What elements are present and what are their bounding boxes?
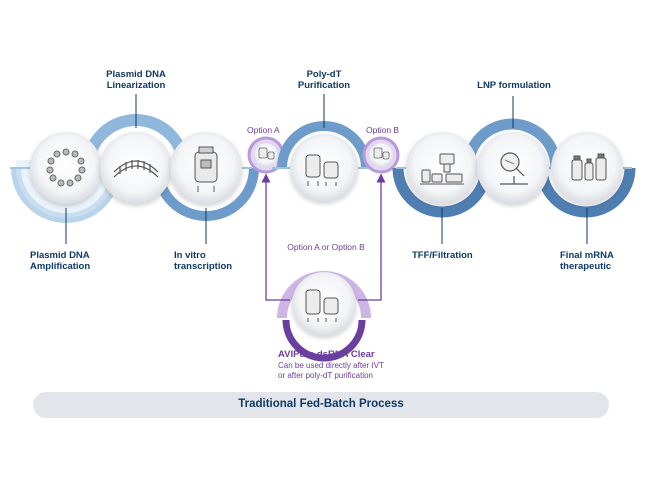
plasmid-amplification-node (30, 132, 102, 204)
product-note: Can be used directly after IVT or after … (278, 361, 384, 380)
label-polydt-purification: Poly-dT Purification (297, 69, 351, 91)
label-tff-filtration: TFF/Filtration (412, 250, 473, 261)
right-group (392, 118, 636, 218)
label-option-a: Option A (247, 125, 280, 135)
tff-equipment-icon (420, 153, 464, 185)
avipure-group (261, 173, 386, 362)
product-name: AVIPure dsRNA Clear (278, 349, 375, 360)
process-bar-label: Traditional Fed-Batch Process (238, 398, 404, 410)
label-plasmid-amplification: Plasmid DNA Amplification (30, 250, 91, 272)
purification-skid-icon (305, 154, 339, 186)
option-a-node (247, 136, 285, 174)
arrow-to-option-a (261, 173, 290, 301)
label-option-a-or-b: Option A or Option B (287, 242, 365, 252)
linear-dna-icon (113, 160, 159, 178)
microscope-icon (500, 152, 528, 185)
plasmid-icon (46, 148, 86, 187)
label-final-mrna: Final mRNA therapeutic (560, 250, 614, 272)
left-group (10, 114, 259, 223)
label-option-b: Option B (366, 125, 400, 135)
plasmid-linearization-node (100, 132, 172, 204)
bottles-icon (571, 153, 607, 181)
bioreactor-icon (194, 146, 218, 192)
leader-lines (65, 94, 588, 244)
tff-node (406, 132, 478, 204)
arrow-to-option-b (358, 173, 386, 301)
process-bar: Traditional Fed-Batch Process (33, 392, 609, 418)
label-plasmid-linearization: Plasmid DNA Linearization (106, 69, 166, 91)
label-in-vitro-transcription: In vitro transcription (174, 250, 233, 272)
option-b-node (362, 136, 400, 174)
avipure-skid-icon (305, 289, 339, 322)
label-lnp-formulation: LNP formulation (477, 80, 551, 91)
polydt-group (272, 121, 374, 202)
